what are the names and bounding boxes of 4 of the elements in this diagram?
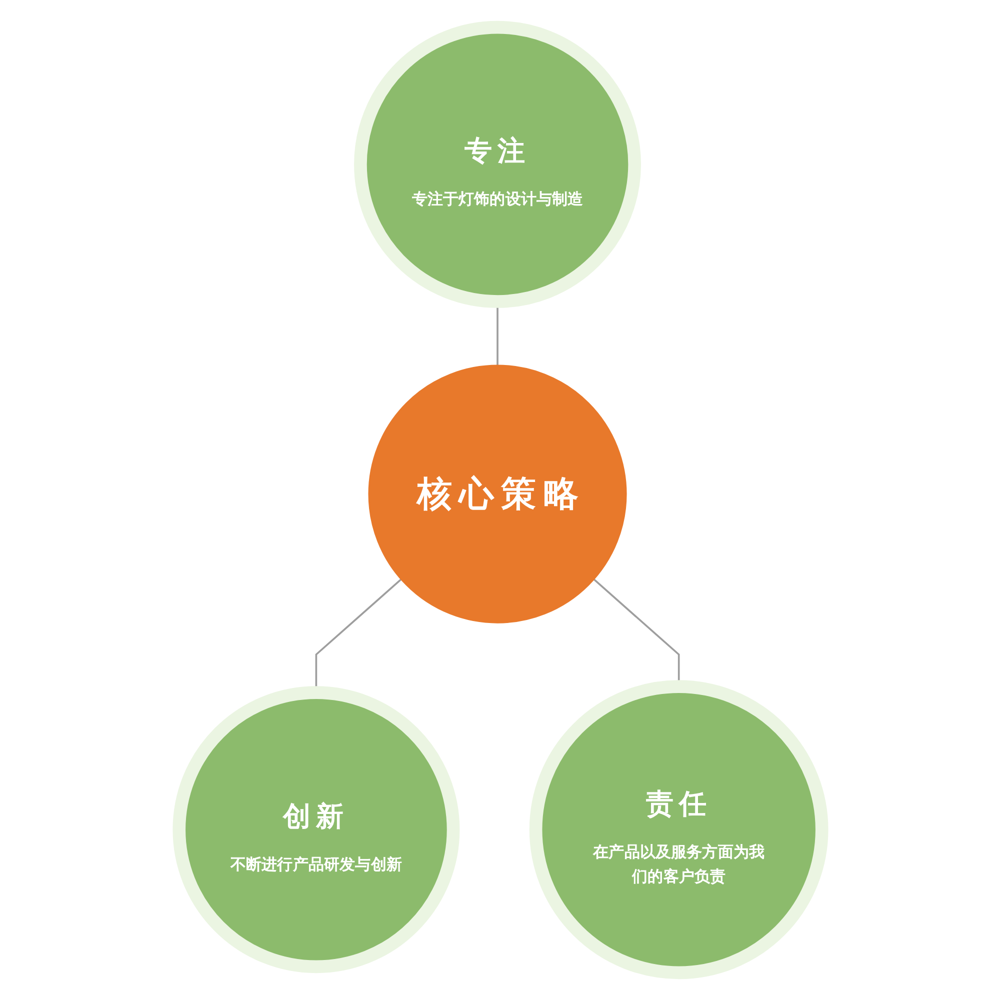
node-circle: 核心策略: [368, 364, 626, 624]
node-circle: 创新 不断进行产品研发与创新: [172, 686, 460, 974]
node-circle: 专注 专注于灯饰的设计与制造: [354, 20, 641, 308]
node-circle: 责任 在产品以及服务方面为我们的客户负责: [528, 680, 828, 980]
